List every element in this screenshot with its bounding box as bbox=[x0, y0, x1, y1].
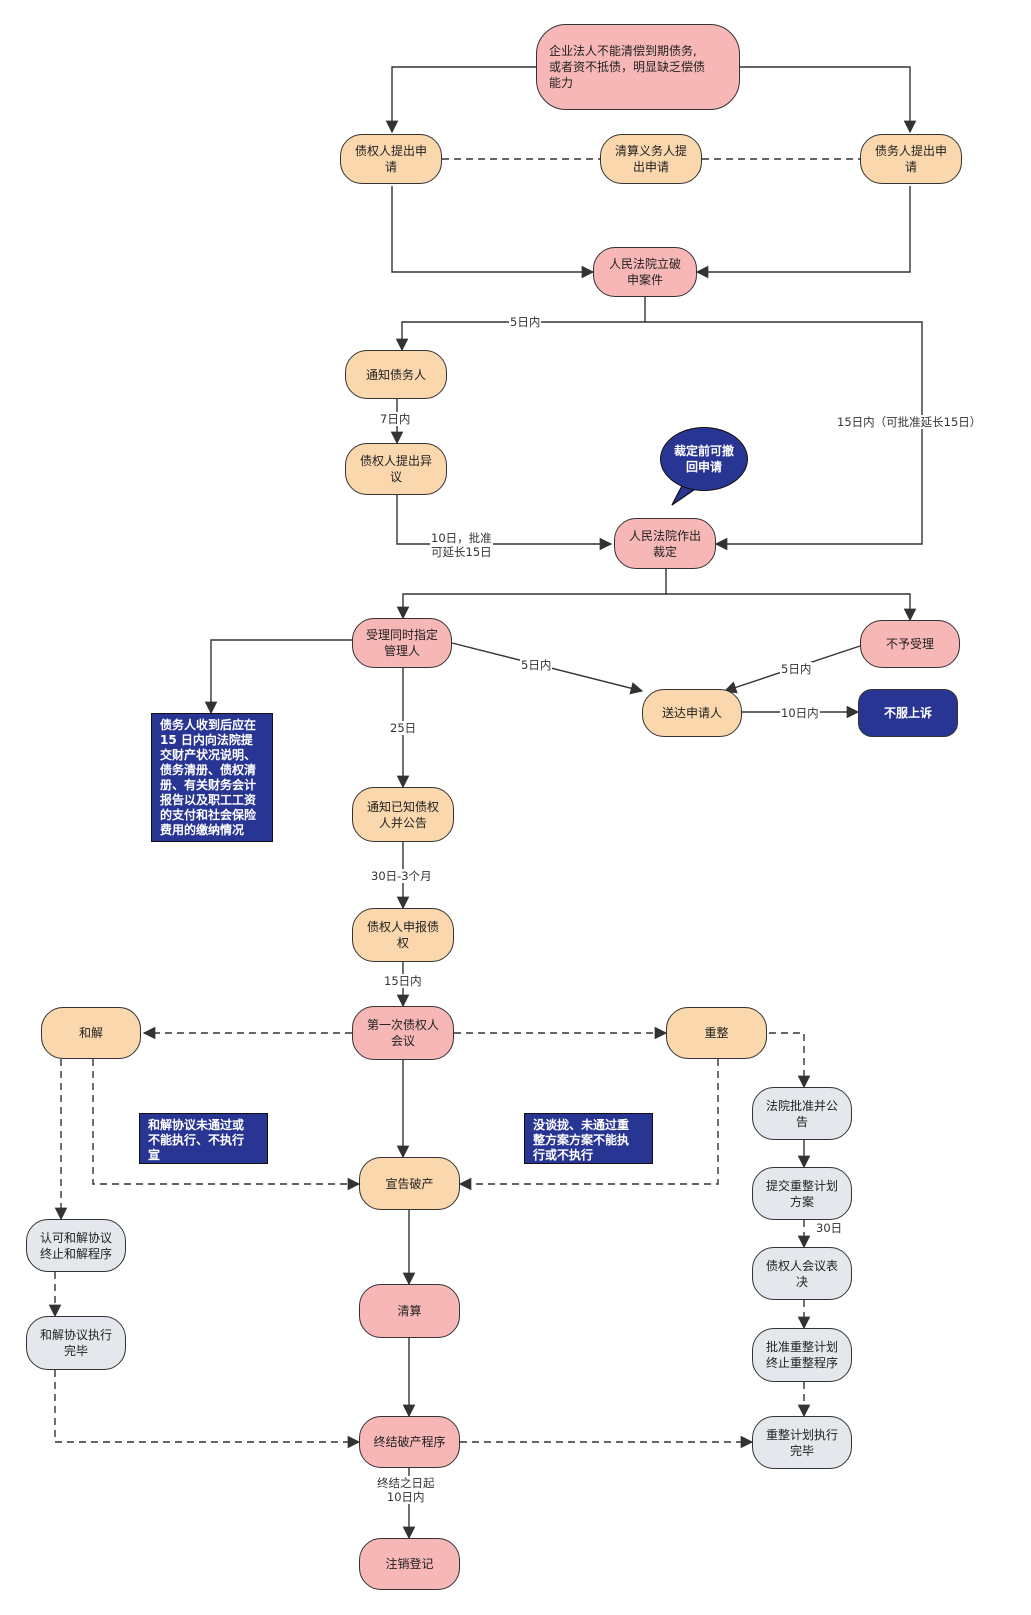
edge-ruling-accept bbox=[396, 569, 667, 620]
start-condition: 企业法人不能清偿到期债务, 或者资不抵债，明显缺乏偿债 能力 bbox=[536, 24, 740, 110]
notify-creditors-node: 通知已知债权 人并公告 bbox=[352, 787, 454, 842]
reorganization-node: 重整 bbox=[666, 1007, 767, 1059]
settlement-node: 和解 bbox=[41, 1007, 141, 1059]
court-file-node: 人民法院立破 申案件 bbox=[593, 247, 697, 297]
submit-plan-node: 提交重整计划 方案 bbox=[752, 1167, 852, 1220]
court-ruling-node: 人民法院作出 裁定 bbox=[614, 518, 716, 569]
appeal-node: 不服上诉 bbox=[858, 689, 958, 737]
notify-debtor-node: 通知债务人 bbox=[345, 350, 447, 399]
edge-debtor-court bbox=[695, 186, 911, 279]
label-7days: 7日内 bbox=[379, 412, 412, 426]
court-approve-announce-node: 法院批准并公 告 bbox=[752, 1087, 852, 1140]
creditor-objection-node: 债权人提出异 议 bbox=[345, 443, 447, 495]
end-bankruptcy-node: 终结破产程序 bbox=[359, 1416, 460, 1468]
reorg-done-node: 重整计划执行 完毕 bbox=[752, 1416, 852, 1469]
edge-start-creditor bbox=[385, 66, 536, 134]
edge-settlementdone-end bbox=[54, 1370, 361, 1449]
accept-appoint-node: 受理同时指定 管理人 bbox=[352, 618, 452, 668]
edge-objection-ruling bbox=[396, 495, 613, 551]
label-10days-extendable: 10日，批准 可延长15日 bbox=[430, 531, 493, 559]
debtor-apply-node: 债务人提出申 请 bbox=[860, 134, 962, 184]
edge-ruling-reject bbox=[666, 593, 917, 622]
label-10days: 10日内 bbox=[780, 706, 820, 720]
declare-bankrupt-node: 宣告破产 bbox=[359, 1157, 460, 1210]
first-meeting-node: 第一次债权人 会议 bbox=[352, 1006, 454, 1060]
edge-accept-duty bbox=[204, 639, 352, 715]
label-5days-accept: 5日内 bbox=[520, 658, 553, 672]
label-5days: 5日内 bbox=[509, 315, 542, 329]
liquidation-node: 清算 bbox=[359, 1284, 460, 1338]
creditor-apply-node: 债权人提出申 请 bbox=[340, 134, 442, 184]
edge-creditor-court bbox=[391, 186, 595, 279]
approve-plan-node: 批准重整计划 终止重整程序 bbox=[752, 1328, 852, 1382]
settlement-done-node: 和解协议执行 完毕 bbox=[26, 1316, 126, 1370]
label-30days-3months: 30日-3个月 bbox=[370, 869, 433, 883]
edge-reorg-courtapprove bbox=[769, 1032, 811, 1089]
label-25days: 25日 bbox=[389, 721, 418, 735]
label-15days-extendable: 15日内（可批准延长15日） bbox=[836, 415, 983, 429]
deliver-applicant-node: 送达申请人 bbox=[642, 689, 742, 737]
edge-settlement-declare bbox=[92, 1059, 361, 1191]
withdraw-bubble: 裁定前可撤 回申请 bbox=[660, 427, 748, 491]
label-30days: 30日 bbox=[815, 1221, 844, 1235]
settlement-fail-note: 和解协议未通过或 不能执行、不执行 宣 bbox=[139, 1113, 268, 1164]
edge-court-ruling bbox=[645, 321, 923, 551]
liquidator-apply-node: 清算义务人提 出申请 bbox=[600, 134, 702, 184]
reject-node: 不予受理 bbox=[860, 620, 960, 668]
creditor-vote-node: 债权人会议表 决 bbox=[752, 1247, 852, 1300]
label-5days-reject: 5日内 bbox=[780, 662, 813, 676]
label-15days: 15日内 bbox=[383, 974, 423, 988]
label-end-10days: 终结之日起 10日内 bbox=[376, 1476, 436, 1504]
edge-start-debtor bbox=[740, 66, 917, 134]
debtor-duty-note: 债务人收到后应在 15 日内向法院提 交财产状况说明、 债务清册、债权清 册、有… bbox=[151, 713, 273, 842]
deregister-node: 注销登记 bbox=[359, 1538, 460, 1590]
edge-reorg-declare bbox=[458, 1059, 719, 1191]
reorg-fail-note: 没谈拢、未通过重 整方案方案不能执 行或不执行 bbox=[524, 1113, 653, 1164]
creditor-declare-node: 债权人申报债 权 bbox=[352, 908, 454, 962]
approve-settlement-node: 认可和解协议 终止和解程序 bbox=[26, 1219, 126, 1272]
